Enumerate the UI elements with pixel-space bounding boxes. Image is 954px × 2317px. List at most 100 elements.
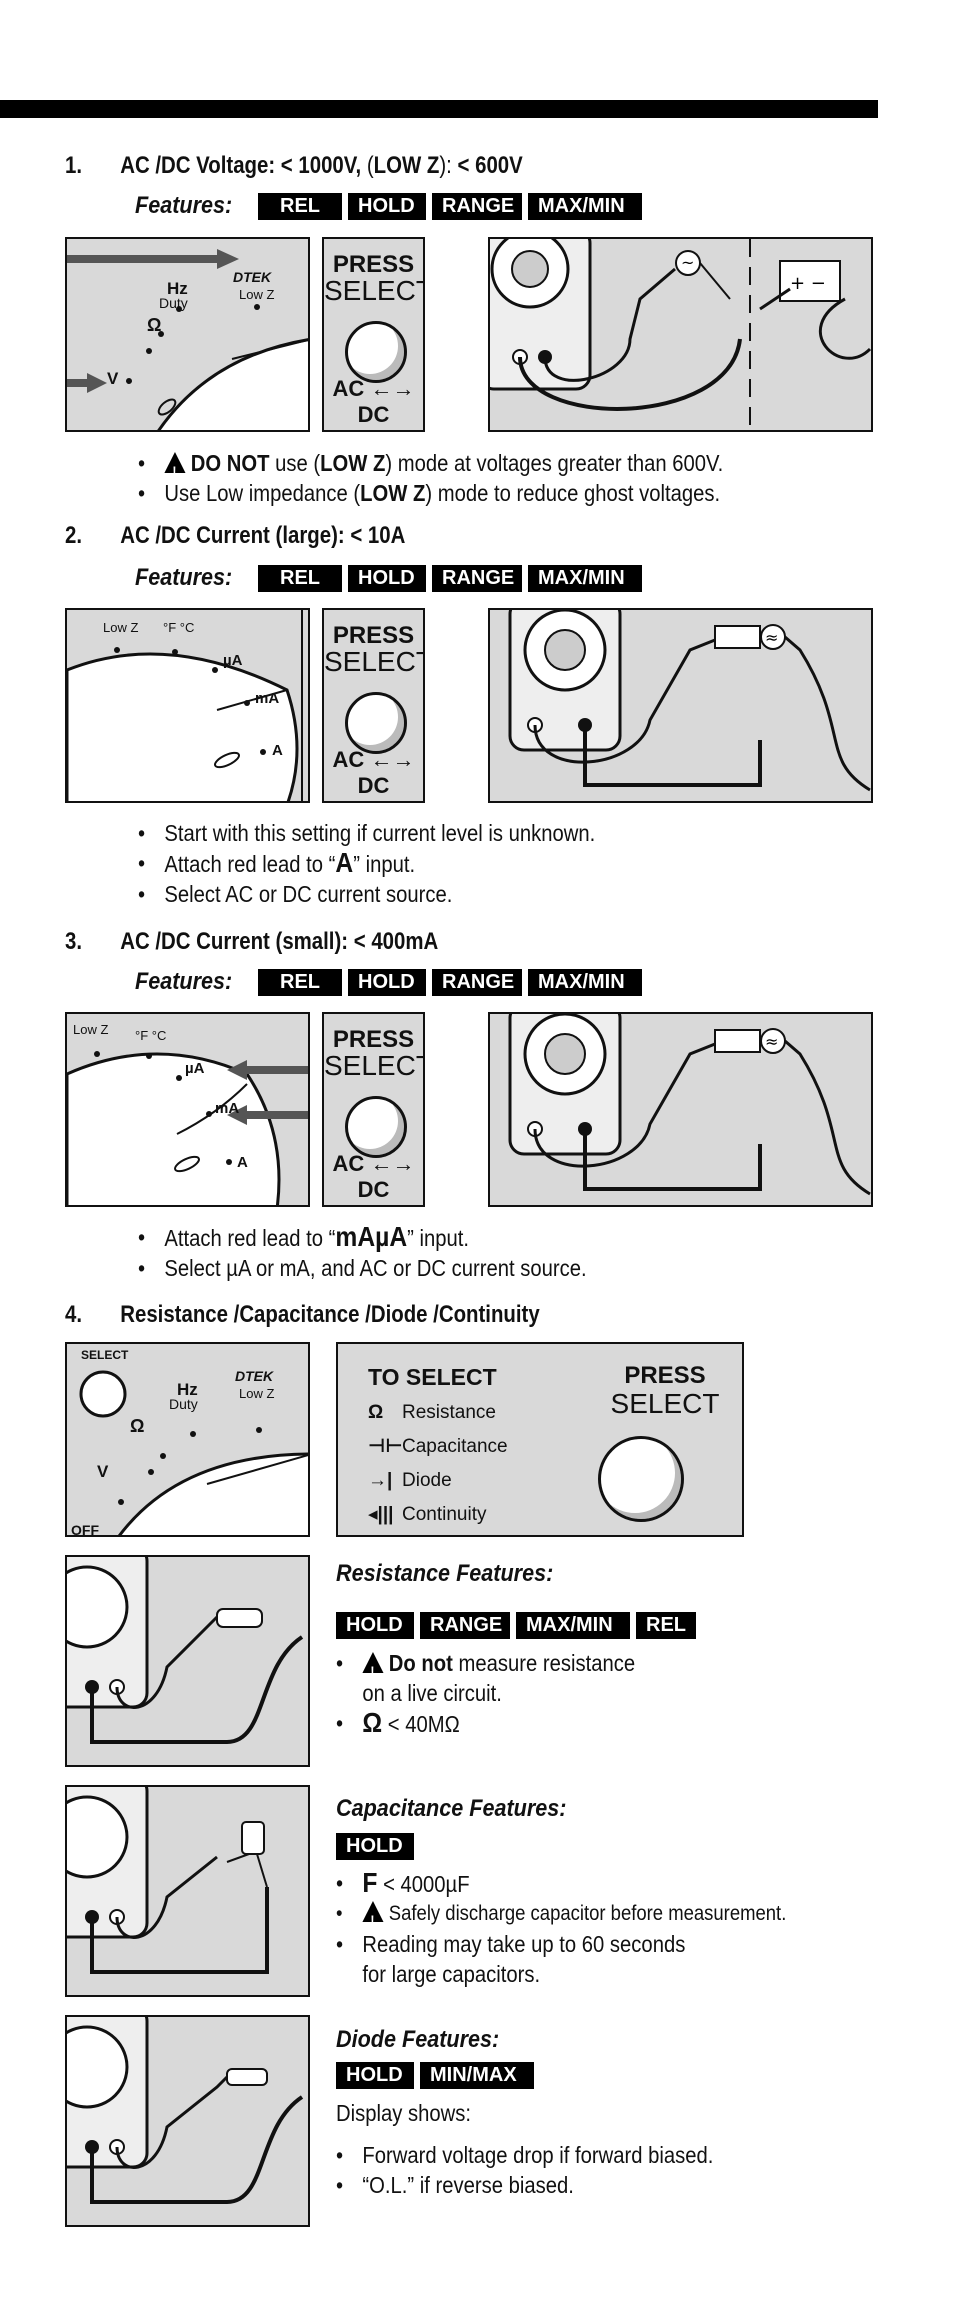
dial-ohm-label: Ω (147, 315, 162, 335)
note-start-unknown: Start with this setting if current level… (138, 818, 595, 848)
section-2-notes: Start with this setting if current level… (138, 818, 595, 909)
rotary-dial-panel: SELECT Hz Duty DTEK Low Z Ω V OFF (65, 1342, 310, 1537)
dial-fc-label: °F °C (135, 1028, 167, 1043)
svg-text:+ −: + − (790, 273, 826, 294)
diode-features-title: Diode Features: (336, 2026, 500, 2053)
features-label: Features: (135, 192, 233, 219)
warning-icon (164, 452, 186, 486)
dial-fc-label: °F °C (163, 620, 195, 635)
note-lowz-ghost: Use Low impedance (LOW Z) mode to reduce… (138, 478, 723, 508)
badge-hold: HOLD (336, 1833, 414, 1860)
note-resistance-range: Ω < 40MΩ (336, 1708, 635, 1739)
dial-hz-label: Hz (177, 1380, 198, 1399)
resistance-meter-panel (65, 1555, 310, 1767)
features-label: Features: (135, 564, 233, 591)
capacitance-badges: HOLD (336, 1833, 414, 1860)
meter-connection-panel: ~ + − (488, 237, 873, 432)
diode-display-shows: Display shows: (336, 2100, 471, 2126)
diode-icon: →| (368, 1470, 393, 1491)
badge-maxmin: MAX/MIN (528, 193, 642, 220)
select-label: SELECT (324, 646, 425, 677)
resistance-features-title: Resistance Features: (336, 1560, 554, 1587)
badge-range: RANGE (432, 565, 522, 592)
badge-hold: HOLD (348, 193, 426, 220)
dial-off-label: OFF (71, 1522, 99, 1537)
dial-select-label: SELECT (81, 1348, 129, 1362)
badge-maxmin: MAX/MIN (528, 565, 642, 592)
note-capacitance-range: F < 4000µF (336, 1868, 786, 1899)
meter-current-small-illustration: ≈ (508, 1014, 871, 1196)
svg-text:≈: ≈ (765, 1032, 778, 1051)
badge-rel: REL (636, 1612, 696, 1639)
section-1-notes: DO NOT use (LOW Z) mode at voltages grea… (138, 448, 723, 508)
dial-ua-label: µA (185, 1060, 205, 1077)
badge-rel: REL (258, 193, 342, 220)
dial-lowz-label: Low Z (73, 1022, 109, 1037)
diode-notes: Forward voltage drop if forward biased. … (336, 2140, 713, 2200)
feature-badges: REL HOLD RANGE MAX/MIN (258, 969, 642, 996)
badge-hold: HOLD (348, 969, 426, 996)
continuity-icon: ◂||| (368, 1504, 394, 1525)
capacitance-features-title: Capacitance Features: (336, 1795, 567, 1822)
dial-a-label: A (237, 1154, 248, 1171)
to-select-continuity: ◂|||Continuity (368, 1498, 508, 1532)
rotary-dial-illustration (67, 1051, 308, 1205)
meter-capacitance-illustration (67, 1787, 269, 1974)
dial-lowz-label: Low Z (239, 287, 275, 302)
badge-range: RANGE (432, 969, 522, 996)
badge-maxmin: MAX/MIN (528, 969, 642, 996)
dial-ua-label: µA (223, 652, 243, 669)
badge-minmax: MIN/MAX (420, 2062, 534, 2089)
note-discharge: Safely discharge capacitor before measur… (336, 1899, 786, 1935)
meter-connection-panel: ≈ (488, 608, 873, 803)
dial-ma-label: mA (255, 690, 280, 707)
section-4-title: 4.Resistance /Capacitance /Diode /Contin… (65, 1301, 540, 1328)
warning-icon (362, 1901, 384, 1935)
select-button[interactable] (345, 692, 407, 754)
to-select-capacitance: ⊣⊢Capacitance (368, 1430, 508, 1464)
ohm-icon: Ω (368, 1402, 384, 1423)
meter-current-large-illustration: ≈ (508, 610, 871, 792)
meter-voltage-illustration: ~ + − (490, 239, 871, 430)
badge-range: RANGE (432, 193, 522, 220)
top-rule (0, 100, 878, 118)
rotary-dial-panel: Low Z °F °C µA mA A (65, 608, 310, 803)
badge-rel: REL (258, 565, 342, 592)
note-red-lead-a: Attach red lead to “A” input. (138, 848, 595, 879)
to-select-diode: →|Diode (368, 1464, 508, 1498)
diode-meter-panel (65, 2015, 310, 2227)
dial-duty-label: Duty (169, 1396, 198, 1412)
ac-dc-toggle: AC ←→ DC (332, 747, 415, 798)
press-label: PRESS (624, 1362, 706, 1389)
press-select-panel: PRESS SELECT AC ←→ DC (322, 608, 425, 803)
section-3-title: 3.AC /DC Current (small): < 400mA (65, 928, 439, 955)
badge-hold: HOLD (348, 565, 426, 592)
rotary-dial-illustration (67, 610, 303, 801)
features-label: Features: (135, 968, 233, 995)
ac-dc-toggle: AC ←→ DC (332, 1151, 415, 1202)
select-button[interactable] (345, 321, 407, 383)
badge-maxmin: MAX/MIN (516, 1612, 630, 1639)
dial-lowz-label: Low Z (239, 1386, 275, 1401)
feature-badges: REL HOLD RANGE MAX/MIN (258, 565, 642, 592)
meter-connection-panel: ≈ (488, 1012, 873, 1207)
dial-v-label: V (97, 1462, 109, 1481)
capacitance-notes: F < 4000µF Safely discharge capacitor be… (336, 1868, 786, 1989)
section-1-title: 1.AC /DC Voltage: < 1000V, (LOW Z): < 60… (65, 152, 523, 179)
meter-diode-illustration (67, 2017, 304, 2204)
ac-dc-toggle: AC ←→ DC (332, 376, 415, 427)
select-button[interactable] (345, 1096, 407, 1158)
rotary-dial-illustration (67, 249, 308, 430)
note-lowz-warning: DO NOT use (LOW Z) mode at voltages grea… (138, 448, 723, 486)
select-button[interactable] (598, 1436, 684, 1522)
note-select-ua-ma: Select µA or mA, and AC or DC current so… (138, 1253, 587, 1283)
svg-text:≈: ≈ (765, 628, 778, 647)
badge-rel: REL (258, 969, 342, 996)
note-reverse-biased: “O.L.” if reverse biased. (336, 2170, 713, 2200)
dial-duty-label: Duty (159, 295, 188, 311)
to-select-heading: TO SELECT (368, 1364, 497, 1390)
